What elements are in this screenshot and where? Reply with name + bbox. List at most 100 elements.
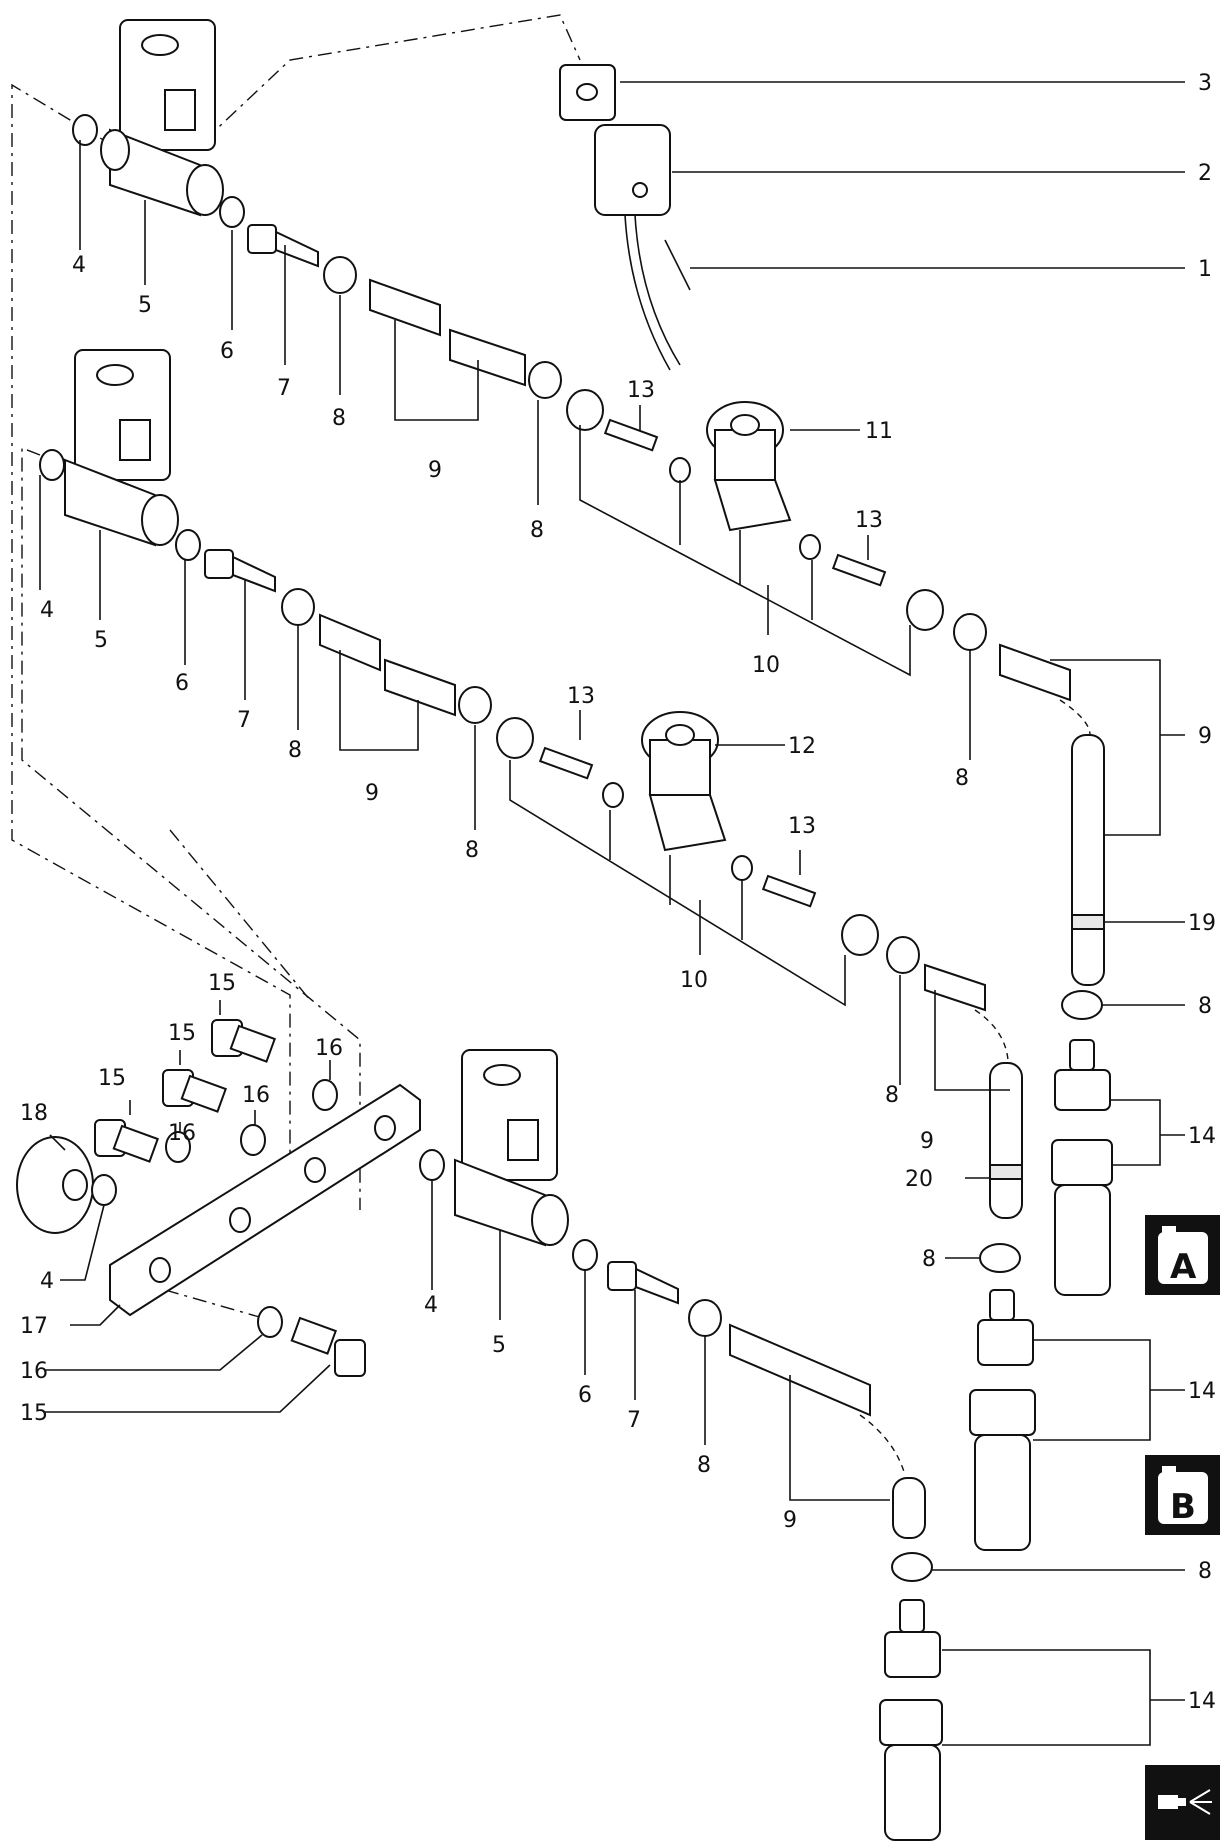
callout-9: 9 — [1198, 724, 1212, 749]
seal-ring — [165, 1131, 191, 1163]
callout-8: 8 — [697, 1453, 711, 1478]
seal-ring — [39, 449, 65, 481]
callout-4: 4 — [72, 253, 86, 278]
hose-nipple — [977, 1319, 1034, 1366]
suction-strainer — [974, 1434, 1031, 1551]
banjo-bolt — [162, 1069, 227, 1113]
callout-7: 7 — [237, 708, 251, 733]
valve-assembly-row-2 — [39, 349, 1023, 1219]
callout-6: 6 — [220, 339, 234, 364]
long-hose — [1071, 734, 1105, 986]
regulator-valve-11 — [706, 401, 792, 532]
spray-fittings — [879, 1552, 943, 1841]
seal-ring — [312, 1079, 338, 1111]
hose-segment — [999, 643, 1071, 702]
hose-marker-20 — [989, 1164, 1023, 1180]
hose-clamp — [979, 1243, 1021, 1273]
tank-a-letter: A — [1170, 1247, 1197, 1287]
hose-clamp — [281, 588, 315, 626]
callout-6: 6 — [578, 1383, 592, 1408]
callout-16: 16 — [242, 1083, 270, 1108]
tank-b-fittings — [969, 1243, 1036, 1551]
callout-2: 2 — [1198, 161, 1212, 186]
seal-ring — [257, 1306, 283, 1338]
hose-clamp — [688, 1299, 722, 1337]
banjo-bolt — [94, 1119, 159, 1163]
callout-8: 8 — [885, 1083, 899, 1108]
tank-b-letter: B — [1170, 1487, 1196, 1527]
seal-ring — [669, 457, 691, 483]
long-hose — [989, 1062, 1023, 1219]
callout-8: 8 — [288, 738, 302, 763]
callout-12: 12 — [788, 734, 816, 759]
callout-19: 19 — [1188, 911, 1216, 936]
hose-nipple — [1054, 1069, 1111, 1111]
callout-5: 5 — [94, 628, 108, 653]
callout-9: 9 — [365, 781, 379, 806]
hose-nipple — [884, 1631, 941, 1678]
hose-segment — [384, 658, 456, 717]
callout-1: 1 — [1198, 257, 1212, 282]
callout-9: 9 — [428, 458, 442, 483]
screw — [664, 239, 691, 291]
callout-4: 4 — [40, 598, 54, 623]
hose-clamp — [528, 361, 562, 399]
callout-20: 20 — [905, 1167, 933, 1192]
solenoid-valve-top — [100, 19, 224, 217]
banjo-bolt — [211, 1019, 276, 1063]
callout-13: 13 — [855, 508, 883, 533]
callout-5: 5 — [138, 293, 152, 318]
hose-barb-fitting — [204, 549, 276, 593]
callout-13: 13 — [567, 684, 595, 709]
hose-clamp — [323, 256, 357, 294]
callout-18: 18 — [20, 1101, 48, 1126]
callout-9: 9 — [783, 1508, 797, 1533]
callout-14: 14 — [1188, 1124, 1216, 1149]
callout-17: 17 — [20, 1314, 48, 1339]
seal-ring — [419, 1149, 445, 1181]
seal-ring — [175, 529, 201, 561]
suction-strainer — [884, 1744, 941, 1841]
callout-15: 15 — [98, 1066, 126, 1091]
callout-4: 4 — [424, 1293, 438, 1318]
regulator-valve-12 — [641, 711, 727, 852]
hose-segment — [924, 963, 986, 1012]
hose-marker-19 — [1071, 914, 1105, 930]
callout-13: 13 — [788, 814, 816, 839]
hose-clamp — [886, 936, 920, 974]
nut — [566, 389, 604, 431]
callout-10: 10 — [752, 653, 780, 678]
nut — [906, 589, 944, 631]
callout-8: 8 — [1198, 994, 1212, 1019]
seal-ring — [799, 534, 821, 560]
tube-piece — [603, 418, 659, 452]
seal-ring — [219, 196, 245, 228]
callout-8: 8 — [530, 518, 544, 543]
callout-labels: 3 2 1 4 5 6 7 8 9 8 13 11 10 13 8 9 19 8… — [20, 71, 1216, 1714]
seal-ring — [240, 1124, 266, 1156]
callout-11: 11 — [865, 419, 893, 444]
callout-15: 15 — [168, 1021, 196, 1046]
cable-connector-assembly — [559, 64, 691, 371]
callout-4: 4 — [40, 1269, 54, 1294]
callout-7: 7 — [627, 1408, 641, 1433]
callout-14: 14 — [1188, 1689, 1216, 1714]
tube-piece — [761, 874, 817, 908]
valve-assembly-row-3 — [454, 1049, 926, 1539]
hose-segment — [369, 278, 441, 337]
callout-15: 15 — [208, 971, 236, 996]
callout-16: 16 — [168, 1121, 196, 1146]
callout-14: 14 — [1188, 1379, 1216, 1404]
tube-piece — [538, 746, 594, 780]
hose-clamp — [458, 686, 492, 724]
callout-8: 8 — [332, 406, 346, 431]
seal-ring — [72, 114, 98, 146]
long-hose — [892, 1477, 926, 1539]
callout-15: 15 — [20, 1401, 48, 1426]
callout-16: 16 — [20, 1359, 48, 1384]
callout-10: 10 — [680, 968, 708, 993]
nut — [841, 914, 879, 956]
hose-segment — [319, 613, 381, 672]
seal-ring — [731, 855, 753, 881]
hose-clamp — [1061, 990, 1103, 1020]
